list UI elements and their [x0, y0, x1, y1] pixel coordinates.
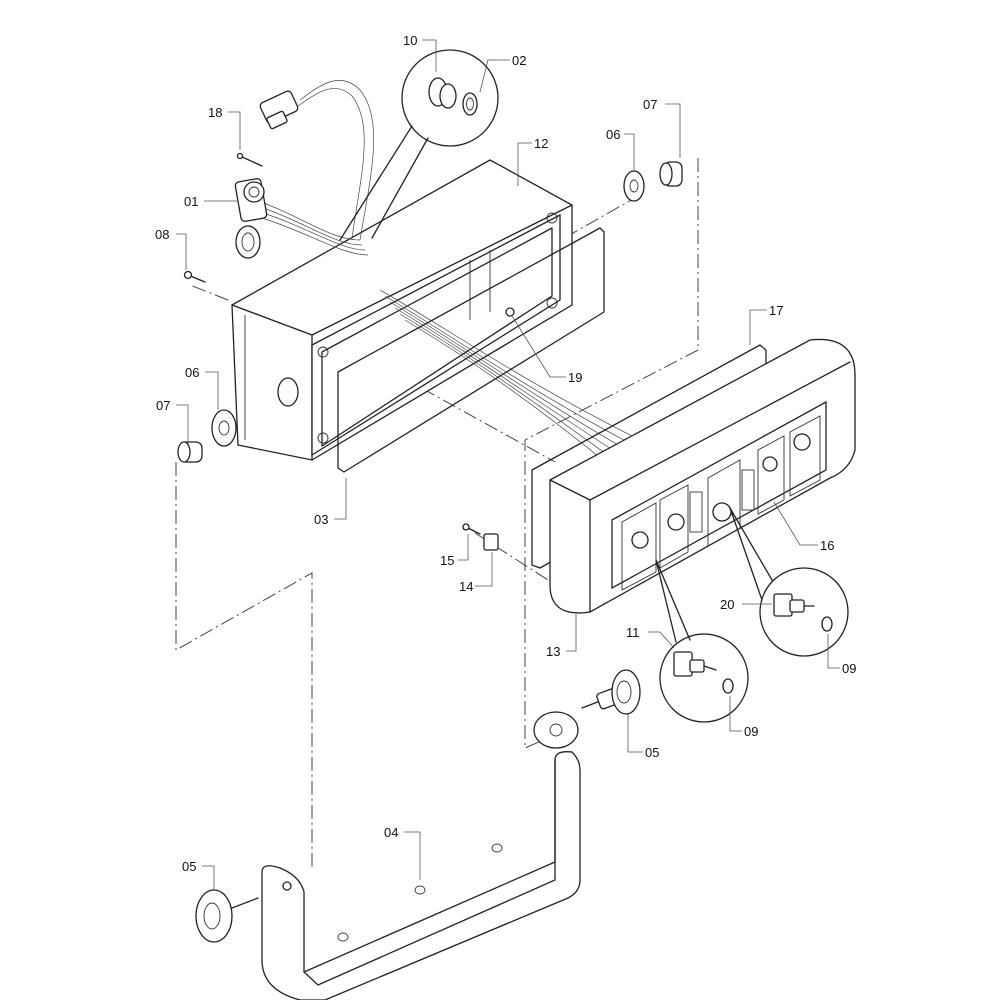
callout-18: 18: [208, 105, 222, 120]
grommet-06-right: [623, 170, 645, 202]
callout-16: 16: [820, 538, 834, 553]
callout-02: 02: [512, 53, 526, 68]
callout-08: 08: [155, 227, 169, 242]
leader-lines: [176, 39, 840, 890]
front-panel-13: [549, 338, 856, 614]
callout-19: 19: [568, 370, 582, 385]
connector-socket: [234, 178, 268, 259]
callout-11: 11: [626, 625, 640, 640]
bushing-07-left: [177, 441, 203, 463]
callout-13: 13: [546, 644, 560, 659]
wiring-harness: [254, 80, 641, 471]
callout-12: 12: [534, 136, 548, 151]
screw-18: [236, 152, 263, 167]
callout-14: 14: [459, 579, 473, 594]
locking-knob-05-right: [581, 669, 641, 715]
callout-06-left: 06: [185, 365, 199, 380]
nut-19: [505, 307, 515, 317]
callout-20: 20: [720, 597, 734, 612]
callout-04: 04: [384, 825, 398, 840]
callout-07-left: 07: [156, 398, 170, 413]
gasket-03: [337, 227, 605, 473]
switch-detail-11: [655, 559, 749, 723]
callout-labels: 10 02 18 12 06 07 01 08 17 19 06 07 03 1…: [155, 33, 856, 874]
callout-09-lower: 09: [744, 724, 758, 739]
callout-15: 15: [440, 553, 454, 568]
cable-plug: [259, 90, 299, 130]
callout-05-left: 05: [182, 859, 196, 874]
callout-10: 10: [403, 33, 417, 48]
callout-17: 17: [769, 303, 783, 318]
callout-09-upper: 09: [842, 661, 856, 676]
callout-06-right: 06: [606, 127, 620, 142]
locking-knob-05-left: [195, 889, 259, 943]
callout-05-right: 05: [645, 745, 659, 760]
rear-housing-box: [231, 159, 573, 461]
cable-gland-detail: [339, 49, 499, 241]
screw-15: [462, 523, 481, 535]
switch-detail-20: [729, 507, 849, 657]
callout-03: 03: [314, 512, 328, 527]
mounting-bracket-04: [261, 711, 581, 1000]
bushing-07-right: [659, 161, 683, 187]
clip-14: [483, 533, 499, 551]
grommet-06-left: [211, 409, 237, 447]
callout-01: 01: [184, 194, 198, 209]
callout-07-right: 07: [643, 97, 657, 112]
screw-08: [183, 270, 206, 283]
